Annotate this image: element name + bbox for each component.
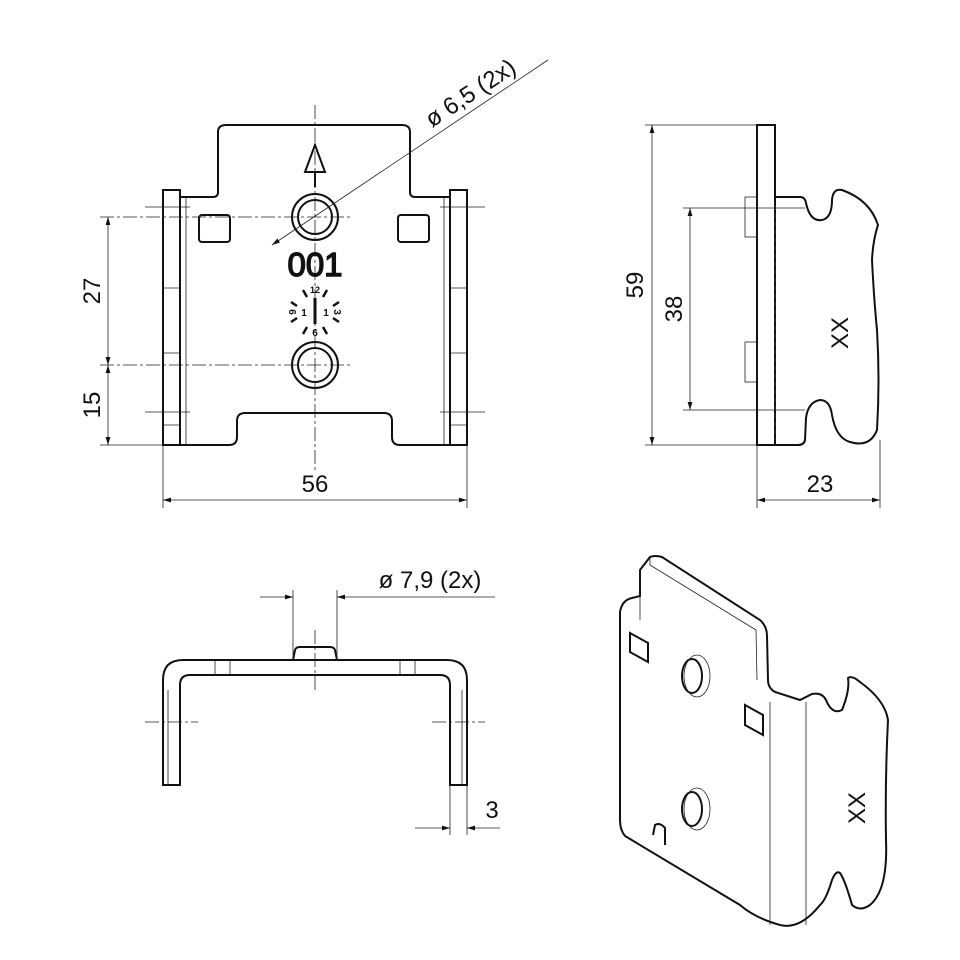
iso-slot-1 xyxy=(629,631,649,664)
front-view: ø 6,5 (2x) 001 12 3 6 9 1 1 27 15 56 xyxy=(79,54,549,508)
date-clock-icon: 12 3 6 9 1 1 xyxy=(288,285,342,339)
iso-hole-upper xyxy=(681,658,703,694)
side-view: 59 38 XX 23 xyxy=(622,124,881,508)
svg-text:12: 12 xyxy=(310,285,320,295)
dim-hole-spacing: 27 xyxy=(79,278,106,305)
svg-text:1: 1 xyxy=(323,308,329,319)
left-flange xyxy=(162,189,181,446)
left-slot xyxy=(198,214,231,243)
side-plate xyxy=(756,124,776,446)
iso-hole-lower xyxy=(681,791,703,827)
svg-text:1: 1 xyxy=(301,308,307,319)
hole-callout: ø 6,5 (2x) xyxy=(420,54,521,133)
dim-height: 59 xyxy=(622,272,649,299)
svg-text:3: 3 xyxy=(331,309,342,315)
svg-text:9: 9 xyxy=(288,309,299,315)
bottom-view: ø 7,9 (2x) 3 xyxy=(145,567,500,835)
dim-thickness: 3 xyxy=(485,797,498,824)
iso-slot-2 xyxy=(744,703,764,737)
iso-marking: XX xyxy=(844,792,871,824)
right-slot xyxy=(397,214,430,243)
part-number: 001 xyxy=(287,246,342,283)
dim-bottom: 15 xyxy=(79,392,106,419)
svg-text:6: 6 xyxy=(312,328,318,339)
boss-callout: ø 7,9 (2x) xyxy=(379,567,482,594)
side-flange-outline xyxy=(775,188,880,446)
isometric-view: XX xyxy=(619,555,890,927)
dim-depth: 23 xyxy=(807,471,834,498)
dim-width: 56 xyxy=(302,471,329,498)
side-marking: XX xyxy=(827,317,854,349)
dim-inner: 38 xyxy=(661,296,688,323)
right-flange xyxy=(449,189,468,446)
iso-plate-outline xyxy=(619,555,890,927)
orientation-arrow-icon xyxy=(303,142,327,187)
